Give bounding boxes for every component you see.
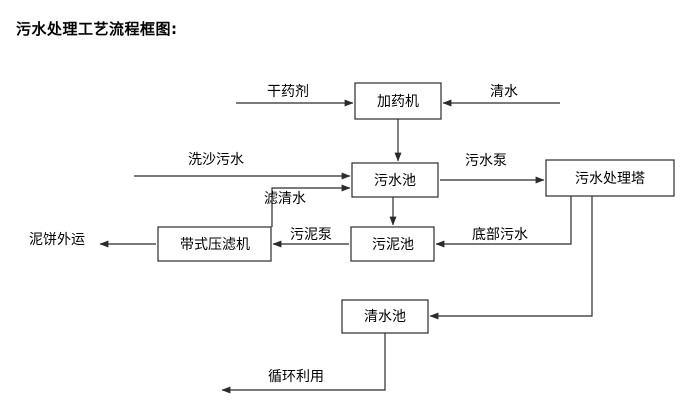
node-box <box>157 226 272 262</box>
node-label: 清水池 <box>364 309 406 325</box>
node-box <box>341 299 429 334</box>
node-label: 带式压滤机 <box>180 237 250 253</box>
node-sludge-pool[interactable]: 污泥池 <box>350 226 435 262</box>
node-box <box>351 162 439 198</box>
node-label: 加药机 <box>377 94 419 110</box>
edge-label-bottom-wastewater: 底部污水 <box>472 227 528 243</box>
terminal-clean-water-in: 清水 <box>490 84 518 100</box>
page-title: 污水处理工艺流程框图: <box>16 20 178 38</box>
terminal-sand-wash-wastewater: 洗沙污水 <box>188 152 244 168</box>
edge-label-wastewater-pump: 污水泵 <box>465 153 507 169</box>
node-label: 污泥池 <box>372 237 414 253</box>
node-wastewater-pool[interactable]: 污水池 <box>351 162 439 198</box>
node-box <box>545 159 675 197</box>
node-treatment-tower[interactable]: 污水处理塔 <box>545 159 675 197</box>
edge-filtered-water-to-wastewater-pool <box>271 184 351 227</box>
node-dosing-machine[interactable]: 加药机 <box>354 82 442 120</box>
node-box <box>350 226 435 262</box>
edge-clean-water-pool-to-recycle <box>221 333 386 394</box>
edge-tower-to-sludge-pool <box>435 196 572 248</box>
edge-label-filtered-clear-water: 滤清水 <box>264 191 306 207</box>
node-clean-water-pool[interactable]: 清水池 <box>341 299 429 334</box>
terminal-dry-chemical: 干药剂 <box>267 84 309 100</box>
node-belt-filter-press[interactable]: 带式压滤机 <box>157 226 272 262</box>
terminal-mud-cake-out: 泥饼外运 <box>29 232 85 248</box>
edge-label-recycle-reuse: 循环利用 <box>268 369 324 385</box>
edge-tower-to-clean-water-pool <box>429 196 593 320</box>
node-box <box>354 82 442 120</box>
node-label: 污水池 <box>374 173 416 189</box>
node-label: 污水处理塔 <box>575 171 645 187</box>
edge-label-sludge-pump: 污泥泵 <box>290 227 332 243</box>
